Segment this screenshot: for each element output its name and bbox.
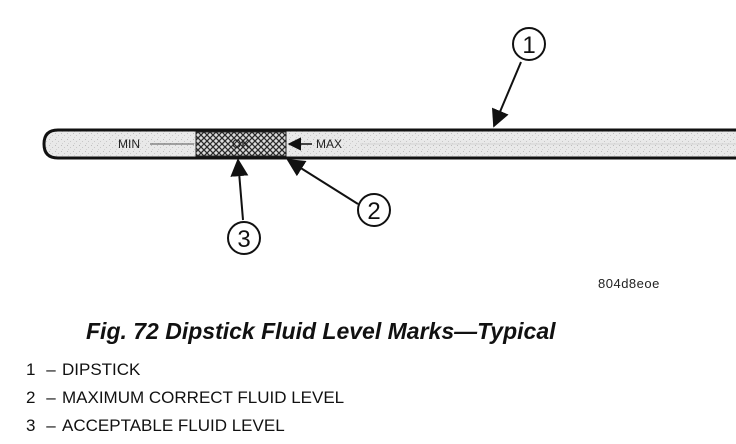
callout-1: 1 [492,27,546,128]
callout-1-circle [512,27,546,61]
legend-item-text: MAXIMUM CORRECT FLUID LEVEL [62,388,345,407]
figure-reference-code: 804d8eoe [598,276,660,291]
callout-1-number: 1 [522,32,535,59]
legend-item-separator: – [46,416,56,435]
callout-2: 2 [286,159,391,227]
min-mark-label: MIN [118,137,140,151]
callout-2-circle [357,193,391,227]
callout-3-circle [227,221,261,255]
max-mark-label: MAX [316,137,342,151]
callout-3-number: 3 [237,226,250,253]
callout-3-leader [230,158,249,221]
ok-mark-label: OK [232,137,249,151]
legend-item-number: 1 [26,360,36,379]
legend-item-separator: – [46,360,56,379]
legend-item: 3–ACCEPTABLE FLUID LEVEL [26,412,344,440]
callout-3: 3 [227,158,261,255]
legend-item-text: ACCEPTABLE FLUID LEVEL [62,416,285,435]
dipstick [42,128,736,160]
figure-caption: Fig. 72 Dipstick Fluid Level Marks—Typic… [86,318,556,344]
legend-item-separator: – [46,388,56,407]
callout-2-leader [286,159,359,205]
legend-item: 1–DIPSTICK [26,356,344,384]
legend-item-text: DIPSTICK [62,360,141,379]
callout-1-leader [492,61,522,128]
legend-item: 2–MAXIMUM CORRECT FLUID LEVEL [26,384,344,412]
acceptable-level-band [195,131,287,157]
legend-item-number: 3 [26,416,36,435]
callout-2-number: 2 [367,198,380,225]
legend-list: 1–DIPSTICK 2–MAXIMUM CORRECT FLUID LEVEL… [26,356,344,440]
dipstick-diagram: MIN OK MAX 1 2 3 [42,27,736,255]
legend-item-number: 2 [26,388,36,407]
